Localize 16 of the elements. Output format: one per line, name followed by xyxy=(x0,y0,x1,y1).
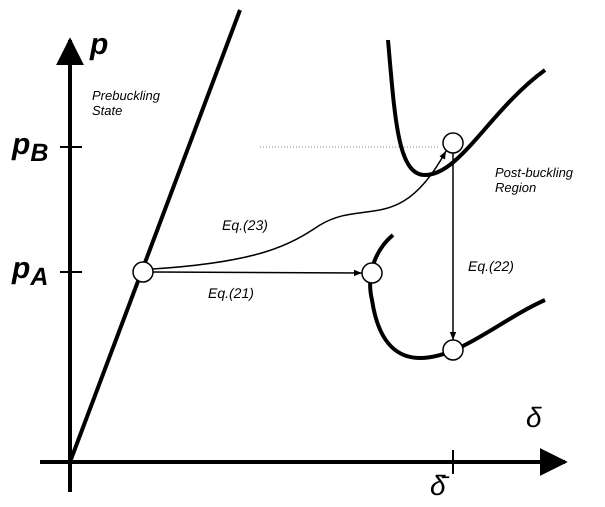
state-point xyxy=(132,261,154,283)
arrow xyxy=(152,150,447,270)
arrow xyxy=(153,270,362,276)
arrow xyxy=(450,153,456,340)
state-point xyxy=(442,339,464,361)
axis-value: p$_{B}$ xyxy=(12,128,48,168)
region-label: Post-buckling Region xyxy=(495,165,574,195)
axis-label: δ xyxy=(526,402,542,434)
state-point xyxy=(442,132,464,154)
region-label: Prebuckling State xyxy=(92,88,161,118)
edge-label: Eq.(23) xyxy=(222,217,268,233)
axis-value: p$_{A}$ xyxy=(12,252,48,292)
axis-label: p xyxy=(90,28,108,62)
edge-label: Eq.(21) xyxy=(208,285,254,301)
state-point xyxy=(361,262,383,284)
edge-label: Eq.(22) xyxy=(468,258,514,274)
